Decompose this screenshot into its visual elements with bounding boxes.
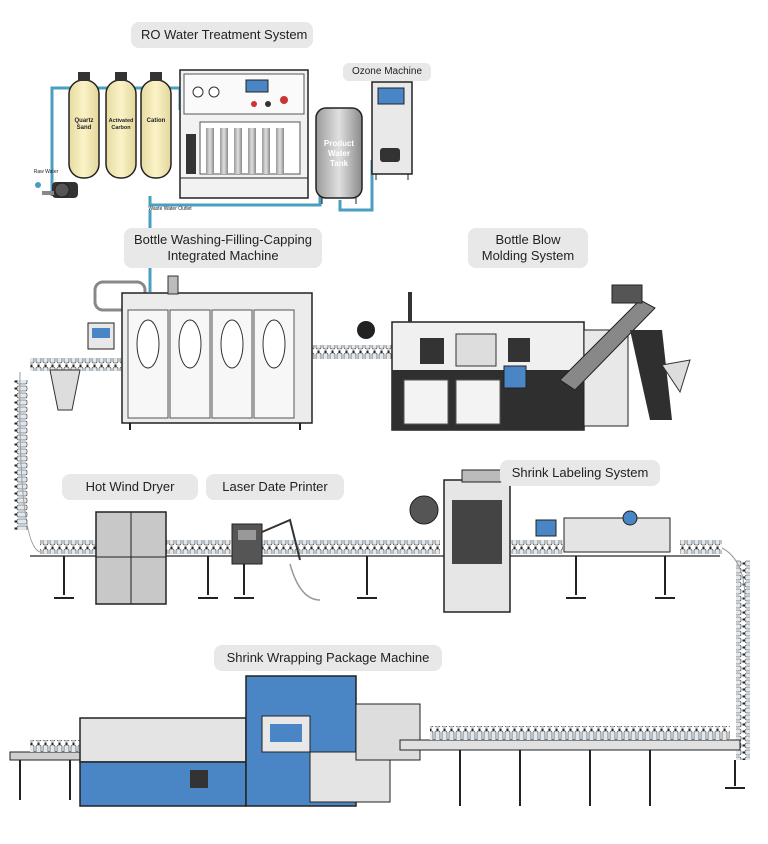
quartz-sand-tank [68,72,100,179]
hot-wind-dryer [95,511,167,605]
carbon-label-1: Activated [109,118,134,124]
feeder-table-legs [459,750,745,806]
ro-unit [179,69,309,199]
conveyor-stands [54,556,675,599]
product-water-tank [315,107,363,204]
shrink-labeling-machine [409,469,671,613]
laser-date-printer-label: Laser Date Printer [206,474,344,500]
blow-label-line2: Molding System [481,248,575,263]
ozone-machine [371,81,413,180]
washing-filling-capping-label: Bottle Washing-Filling-Capping Integrate… [124,228,322,268]
raw-water-pump [35,182,78,198]
product-tank-label-1: Product [324,139,355,148]
blow-label-line1: Bottle Blow [495,232,561,247]
hot-wind-dryer-label: Hot Wind Dryer [62,474,198,500]
blow-molding-label: Bottle Blow Molding System [468,228,588,268]
laser-date-printer [231,518,321,601]
activated-carbon-tank [105,72,137,179]
quartz-label-2: Sand [77,125,92,131]
upper-conveyor [30,345,392,371]
quartz-label-1: Quartz [74,118,93,124]
cation-tank [140,72,172,179]
ro-water-treatment-system: Quartz Sand Activated Carbon Cation Raw … [34,69,413,292]
bottle-row [507,540,563,554]
product-tank-label-3: Tank [330,159,349,168]
conveyor-curve-right [721,547,746,601]
bottle-row [30,358,125,371]
washing-label-line1: Bottle Washing-Filling-Capping [134,232,312,247]
shrink-wrapping-machine [9,675,741,807]
bottle-blow-molding-system [357,284,691,431]
product-tank-label-2: Water [328,149,350,158]
conveyor-curve-left [19,371,41,553]
cation-label: Cation [147,118,166,124]
shrink-labeling-label: Shrink Labeling System [500,460,660,486]
ozone-machine-label: Ozone Machine [343,63,431,81]
shrink-wrapping-label: Shrink Wrapping Package Machine [214,645,442,671]
bottle-row [680,540,722,554]
raw-water-label: Raw Water [34,169,59,175]
bottle-row [312,345,392,359]
washing-label-line2: Integrated Machine [167,248,279,263]
ro-water-treatment-title: RO Water Treatment System [131,22,313,48]
carbon-label-2: Carbon [111,125,131,131]
washing-filling-capping-machine [49,275,313,430]
waste-water-label: Waste Water Outlet [148,206,192,212]
ozone-pipe [338,160,374,212]
bottle-column-right [736,560,750,760]
